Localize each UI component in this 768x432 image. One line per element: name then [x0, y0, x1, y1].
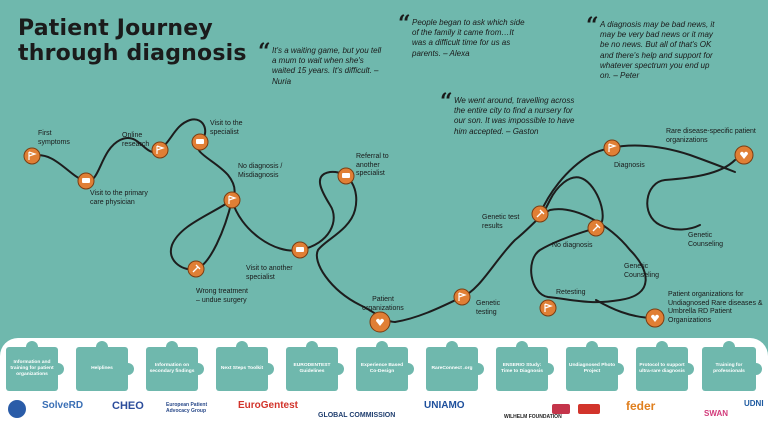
step-patient-orgs: Patient organizations [362, 296, 404, 312]
node-misdiagnosis [223, 191, 241, 209]
node-wrong-treatment [187, 260, 205, 278]
step-online-research: Online research [122, 132, 150, 148]
resource-piece[interactable]: Helplines [76, 341, 134, 391]
node-undiagnosed-orgs [645, 308, 665, 328]
logo-figures-icon [552, 404, 570, 414]
step-retesting: Retesting [556, 289, 586, 296]
page-title: Patient Journey through diagnosis [18, 16, 247, 66]
node-no-diagnosis [587, 219, 605, 237]
flag-icon [28, 151, 37, 160]
quote-mark-icon: “ [440, 89, 453, 115]
flag-icon [228, 195, 237, 204]
step-undiagnosed-orgs: Patient organizations for Undiagnosed Ra… [668, 291, 763, 324]
quote-nuria: It's a waiting game, but you tell a mum … [272, 46, 382, 86]
resource-piece[interactable]: RareConnect .org [426, 341, 484, 391]
step-referral: Referral to another specialist [356, 153, 389, 178]
logo-wilhelm: WILHELM FOUNDATION [504, 414, 562, 420]
speech-bubble-icon [82, 178, 90, 183]
logo-red-mark-icon [578, 404, 600, 414]
logo-eurogentest: EuroGentest [238, 400, 299, 411]
pushpin-icon [536, 209, 545, 218]
resource-piece[interactable]: Experience Based Co-Design [356, 341, 414, 391]
step-genetic-counseling-top: Genetic Counseling [688, 232, 724, 248]
node-online-research [151, 141, 169, 159]
step-genetic-testing: Genetic testing [476, 300, 501, 316]
node-referral [337, 167, 355, 185]
journey-path-referral [299, 170, 396, 323]
logo-solverd: SolveRD [42, 400, 84, 411]
speech-bubble-icon [296, 247, 304, 252]
step-test-results: Genetic test results [482, 214, 520, 230]
quote-mark-icon: “ [258, 39, 271, 65]
node-genetic-testing [453, 288, 471, 306]
quote-mark-icon: “ [398, 11, 411, 37]
logo-udni: UDNI [744, 399, 764, 408]
node-another-specialist [291, 241, 309, 259]
pushpin-icon [192, 264, 201, 273]
step-genetic-counseling-mid: Genetic Counseling [624, 263, 660, 279]
resource-piece[interactable]: Undiagnosed Photo Project [566, 341, 624, 391]
resource-piece[interactable]: Training for professionals [702, 341, 762, 391]
logo-swan: SWAN [704, 409, 728, 418]
resource-piece[interactable]: Next Steps Toolkit [216, 341, 274, 391]
step-diagnosis: Diagnosis [614, 162, 645, 169]
step-primary-care: Visit to the primary care physician [90, 190, 148, 206]
step-wrong-treatment: Wrong treatment – undue surgery [196, 288, 249, 304]
flag-icon [156, 145, 165, 154]
node-diagnosis [603, 139, 621, 157]
logo-uniamo: UNIAMO [424, 400, 465, 411]
step-no-diagnosis-mis: No diagnosis / Misdiagnosis [238, 163, 283, 179]
resource-piece[interactable]: Protocol to support ultra-rare diagnosis [636, 341, 694, 391]
node-primary-care [77, 172, 95, 190]
journey-path-end [394, 144, 736, 323]
node-rare-orgs [734, 145, 754, 165]
heart-hands-icon [740, 151, 748, 159]
step-no-diagnosis: No diagnosis [552, 242, 593, 249]
journey-path-loop [169, 199, 301, 271]
resource-piece[interactable]: EURODENTEST Guidelines [286, 341, 344, 391]
node-retesting [539, 299, 557, 317]
heart-hands-icon [376, 318, 384, 326]
flag-icon [458, 292, 467, 301]
journey-path-counseling [646, 159, 736, 231]
logo-eurordis-icon [8, 400, 26, 418]
step-first-symptoms: First symptoms [38, 130, 70, 146]
title-line-1: Patient Journey [18, 16, 213, 41]
resource-piece[interactable]: Information on secondary findings [146, 341, 204, 391]
logo-epag: European Patient Advocacy Group [166, 402, 208, 414]
flag-icon [544, 303, 553, 312]
title-line-2: through diagnosis [18, 41, 247, 66]
heart-hands-icon [651, 314, 659, 322]
quote-gaston: We went around, travelling across the en… [454, 96, 575, 136]
speech-bubble-icon [342, 173, 350, 178]
resource-piece[interactable]: Information and training for patient org… [6, 341, 64, 391]
quote-alexa: People began to ask which side of the fa… [412, 18, 525, 58]
node-first-symptoms [23, 147, 41, 165]
logo-global-commission: GLOBAL COMMISSION [318, 412, 396, 419]
journey-nodes [23, 133, 754, 333]
step-rare-disease-orgs: Rare disease-specific patient organizati… [666, 128, 756, 144]
logo-cheo: CHEO [112, 400, 144, 412]
logo-feder: feder [626, 399, 656, 413]
node-test-results [531, 205, 549, 223]
node-patient-orgs [369, 311, 391, 333]
quote-mark-icon: “ [586, 13, 599, 39]
step-another-specialist: Visit to another specialist [246, 265, 293, 281]
flag-icon [608, 143, 617, 152]
node-specialist [191, 133, 209, 151]
quote-peter: A diagnosis may be bad news, it may be v… [600, 20, 715, 81]
step-specialist: Visit to the specialist [210, 120, 243, 136]
pushpin-icon [592, 223, 601, 232]
speech-bubble-icon [196, 139, 204, 144]
resource-piece[interactable]: ENSERIO Study: Time to Diagnosis [496, 341, 554, 391]
